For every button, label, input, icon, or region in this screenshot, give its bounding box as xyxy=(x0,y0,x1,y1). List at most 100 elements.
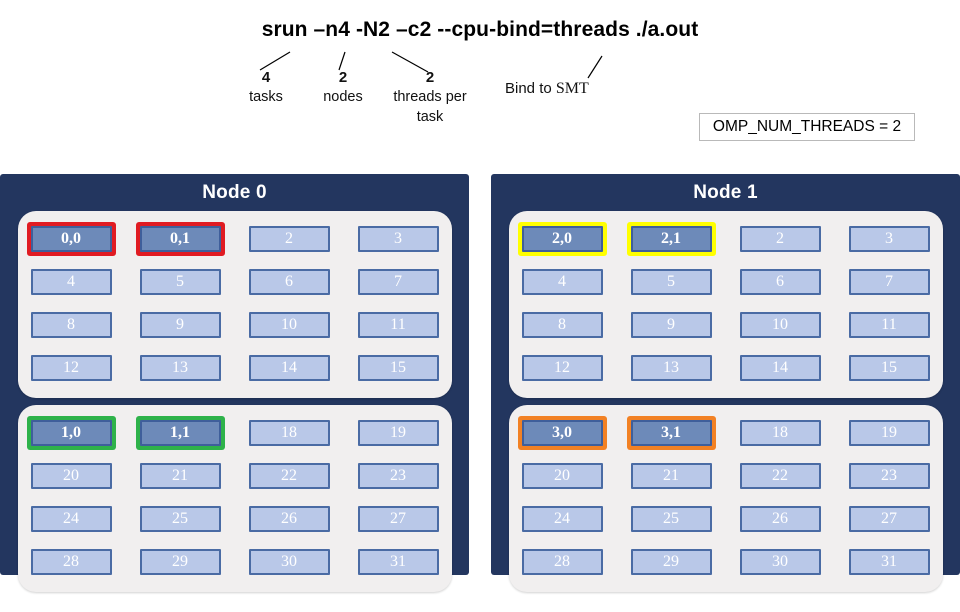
cpu-cell[interactable]: 0,1 xyxy=(139,226,221,252)
cpu-cell-wrap[interactable]: 6 xyxy=(245,265,334,299)
cpu-cell-wrap[interactable]: 23 xyxy=(845,459,934,493)
cpu-cell-wrap[interactable]: 7 xyxy=(354,265,443,299)
cpu-cell-wrap[interactable]: 22 xyxy=(736,459,825,493)
cpu-cell-wrap[interactable]: 30 xyxy=(736,545,825,579)
cpu-cell[interactable]: 6 xyxy=(248,269,330,295)
cpu-cell-wrap[interactable]: 28 xyxy=(27,545,116,579)
cpu-cell[interactable]: 30 xyxy=(248,549,330,575)
cpu-cell[interactable]: 10 xyxy=(248,312,330,338)
cpu-cell[interactable]: 10 xyxy=(739,312,821,338)
cpu-cell-wrap[interactable]: 31 xyxy=(845,545,934,579)
cpu-cell[interactable]: 5 xyxy=(630,269,712,295)
cpu-cell[interactable]: 13 xyxy=(630,355,712,381)
cpu-cell[interactable]: 25 xyxy=(139,506,221,532)
cpu-cell-wrap[interactable]: 26 xyxy=(245,502,334,536)
cpu-cell-wrap[interactable]: 10 xyxy=(245,308,334,342)
cpu-cell[interactable]: 18 xyxy=(739,420,821,446)
cpu-cell-wrap[interactable]: 25 xyxy=(627,502,716,536)
cpu-cell-wrap[interactable]: 27 xyxy=(354,502,443,536)
cpu-cell[interactable]: 3,1 xyxy=(630,420,712,446)
cpu-cell-wrap[interactable]: 4 xyxy=(518,265,607,299)
cpu-cell-highlight-wrap[interactable]: 2,0 xyxy=(517,222,607,256)
cpu-cell[interactable]: 1,1 xyxy=(139,420,221,446)
cpu-cell-wrap[interactable]: 2 xyxy=(245,222,334,256)
cpu-cell[interactable]: 26 xyxy=(248,506,330,532)
cpu-cell[interactable]: 25 xyxy=(630,506,712,532)
cpu-cell-wrap[interactable]: 14 xyxy=(245,351,334,385)
cpu-cell-highlight-wrap[interactable]: 3,0 xyxy=(517,416,607,450)
cpu-cell[interactable]: 23 xyxy=(357,463,439,489)
cpu-cell-wrap[interactable]: 3 xyxy=(845,222,934,256)
cpu-cell-wrap[interactable]: 15 xyxy=(845,351,934,385)
cpu-cell[interactable]: 9 xyxy=(630,312,712,338)
cpu-cell-wrap[interactable]: 21 xyxy=(136,459,225,493)
cpu-cell-wrap[interactable]: 5 xyxy=(136,265,225,299)
cpu-cell-wrap[interactable]: 27 xyxy=(845,502,934,536)
cpu-cell[interactable]: 4 xyxy=(30,269,112,295)
cpu-cell-wrap[interactable]: 30 xyxy=(245,545,334,579)
cpu-cell[interactable]: 3 xyxy=(848,226,930,252)
cpu-cell-highlight-wrap[interactable]: 0,0 xyxy=(26,222,116,256)
cpu-cell-wrap[interactable]: 11 xyxy=(354,308,443,342)
cpu-cell[interactable]: 11 xyxy=(848,312,930,338)
cpu-cell-highlight-wrap[interactable]: 2,1 xyxy=(626,222,716,256)
cpu-cell-wrap[interactable]: 24 xyxy=(518,502,607,536)
cpu-cell-wrap[interactable]: 11 xyxy=(845,308,934,342)
cpu-cell-wrap[interactable]: 13 xyxy=(136,351,225,385)
cpu-cell-wrap[interactable]: 29 xyxy=(627,545,716,579)
cpu-cell-highlight-wrap[interactable]: 3,1 xyxy=(626,416,716,450)
cpu-cell-wrap[interactable]: 22 xyxy=(245,459,334,493)
cpu-cell[interactable]: 21 xyxy=(630,463,712,489)
cpu-cell-highlight-wrap[interactable]: 0,1 xyxy=(135,222,225,256)
cpu-cell[interactable]: 21 xyxy=(139,463,221,489)
cpu-cell-wrap[interactable]: 6 xyxy=(736,265,825,299)
cpu-cell-wrap[interactable]: 2 xyxy=(736,222,825,256)
cpu-cell[interactable]: 24 xyxy=(30,506,112,532)
cpu-cell[interactable]: 19 xyxy=(848,420,930,446)
cpu-cell-wrap[interactable]: 20 xyxy=(27,459,116,493)
cpu-cell[interactable]: 0,0 xyxy=(30,226,112,252)
cpu-cell[interactable]: 18 xyxy=(248,420,330,446)
cpu-cell[interactable]: 3,0 xyxy=(521,420,603,446)
cpu-cell[interactable]: 15 xyxy=(848,355,930,381)
cpu-cell[interactable]: 9 xyxy=(139,312,221,338)
cpu-cell[interactable]: 22 xyxy=(739,463,821,489)
cpu-cell-wrap[interactable]: 24 xyxy=(27,502,116,536)
cpu-cell[interactable]: 28 xyxy=(30,549,112,575)
cpu-cell[interactable]: 19 xyxy=(357,420,439,446)
cpu-cell-wrap[interactable]: 31 xyxy=(354,545,443,579)
cpu-cell-wrap[interactable]: 18 xyxy=(245,416,334,450)
cpu-cell-wrap[interactable]: 20 xyxy=(518,459,607,493)
cpu-cell-wrap[interactable]: 12 xyxy=(27,351,116,385)
cpu-cell[interactable]: 2 xyxy=(739,226,821,252)
cpu-cell[interactable]: 20 xyxy=(521,463,603,489)
cpu-cell-wrap[interactable]: 29 xyxy=(136,545,225,579)
cpu-cell[interactable]: 2,1 xyxy=(630,226,712,252)
cpu-cell-wrap[interactable]: 8 xyxy=(518,308,607,342)
cpu-cell-wrap[interactable]: 9 xyxy=(627,308,716,342)
cpu-cell[interactable]: 3 xyxy=(357,226,439,252)
cpu-cell-wrap[interactable]: 14 xyxy=(736,351,825,385)
cpu-cell[interactable]: 14 xyxy=(248,355,330,381)
cpu-cell[interactable]: 12 xyxy=(30,355,112,381)
cpu-cell[interactable]: 29 xyxy=(139,549,221,575)
cpu-cell[interactable]: 6 xyxy=(739,269,821,295)
cpu-cell-wrap[interactable]: 18 xyxy=(736,416,825,450)
cpu-cell[interactable]: 2,0 xyxy=(521,226,603,252)
cpu-cell[interactable]: 23 xyxy=(848,463,930,489)
cpu-cell-wrap[interactable]: 9 xyxy=(136,308,225,342)
cpu-cell-wrap[interactable]: 4 xyxy=(27,265,116,299)
cpu-cell-wrap[interactable]: 13 xyxy=(627,351,716,385)
cpu-cell-wrap[interactable]: 5 xyxy=(627,265,716,299)
cpu-cell[interactable]: 2 xyxy=(248,226,330,252)
cpu-cell[interactable]: 20 xyxy=(30,463,112,489)
cpu-cell[interactable]: 24 xyxy=(521,506,603,532)
cpu-cell-wrap[interactable]: 12 xyxy=(518,351,607,385)
cpu-cell[interactable]: 7 xyxy=(357,269,439,295)
cpu-cell-wrap[interactable]: 7 xyxy=(845,265,934,299)
cpu-cell[interactable]: 14 xyxy=(739,355,821,381)
cpu-cell[interactable]: 22 xyxy=(248,463,330,489)
cpu-cell[interactable]: 15 xyxy=(357,355,439,381)
cpu-cell-wrap[interactable]: 28 xyxy=(518,545,607,579)
cpu-cell-wrap[interactable]: 19 xyxy=(845,416,934,450)
